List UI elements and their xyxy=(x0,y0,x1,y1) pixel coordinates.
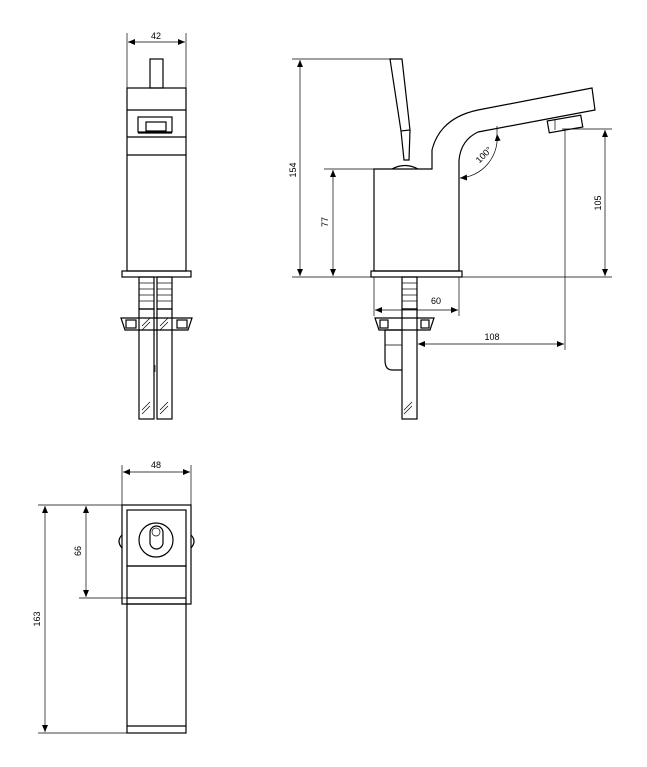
dim-top-width: 48 xyxy=(151,460,161,470)
dim-side-total-height: 154 xyxy=(288,162,298,177)
top-view: 48 66 163 xyxy=(32,460,195,734)
side-view: 154 77 105 100° xyxy=(288,58,612,420)
dim-top-length: 163 xyxy=(32,611,42,626)
dim-front-width: 42 xyxy=(151,31,161,41)
dim-top-handle-offset: 66 xyxy=(73,546,83,556)
dim-side-spout-reach: 108 xyxy=(484,332,499,342)
front-view: 42 xyxy=(120,31,193,420)
dim-side-base-depth: 60 xyxy=(431,296,441,306)
dim-side-spout-height: 105 xyxy=(593,195,603,210)
dim-side-body-height: 77 xyxy=(320,217,330,227)
dim-side-angle: 100° xyxy=(474,144,495,165)
